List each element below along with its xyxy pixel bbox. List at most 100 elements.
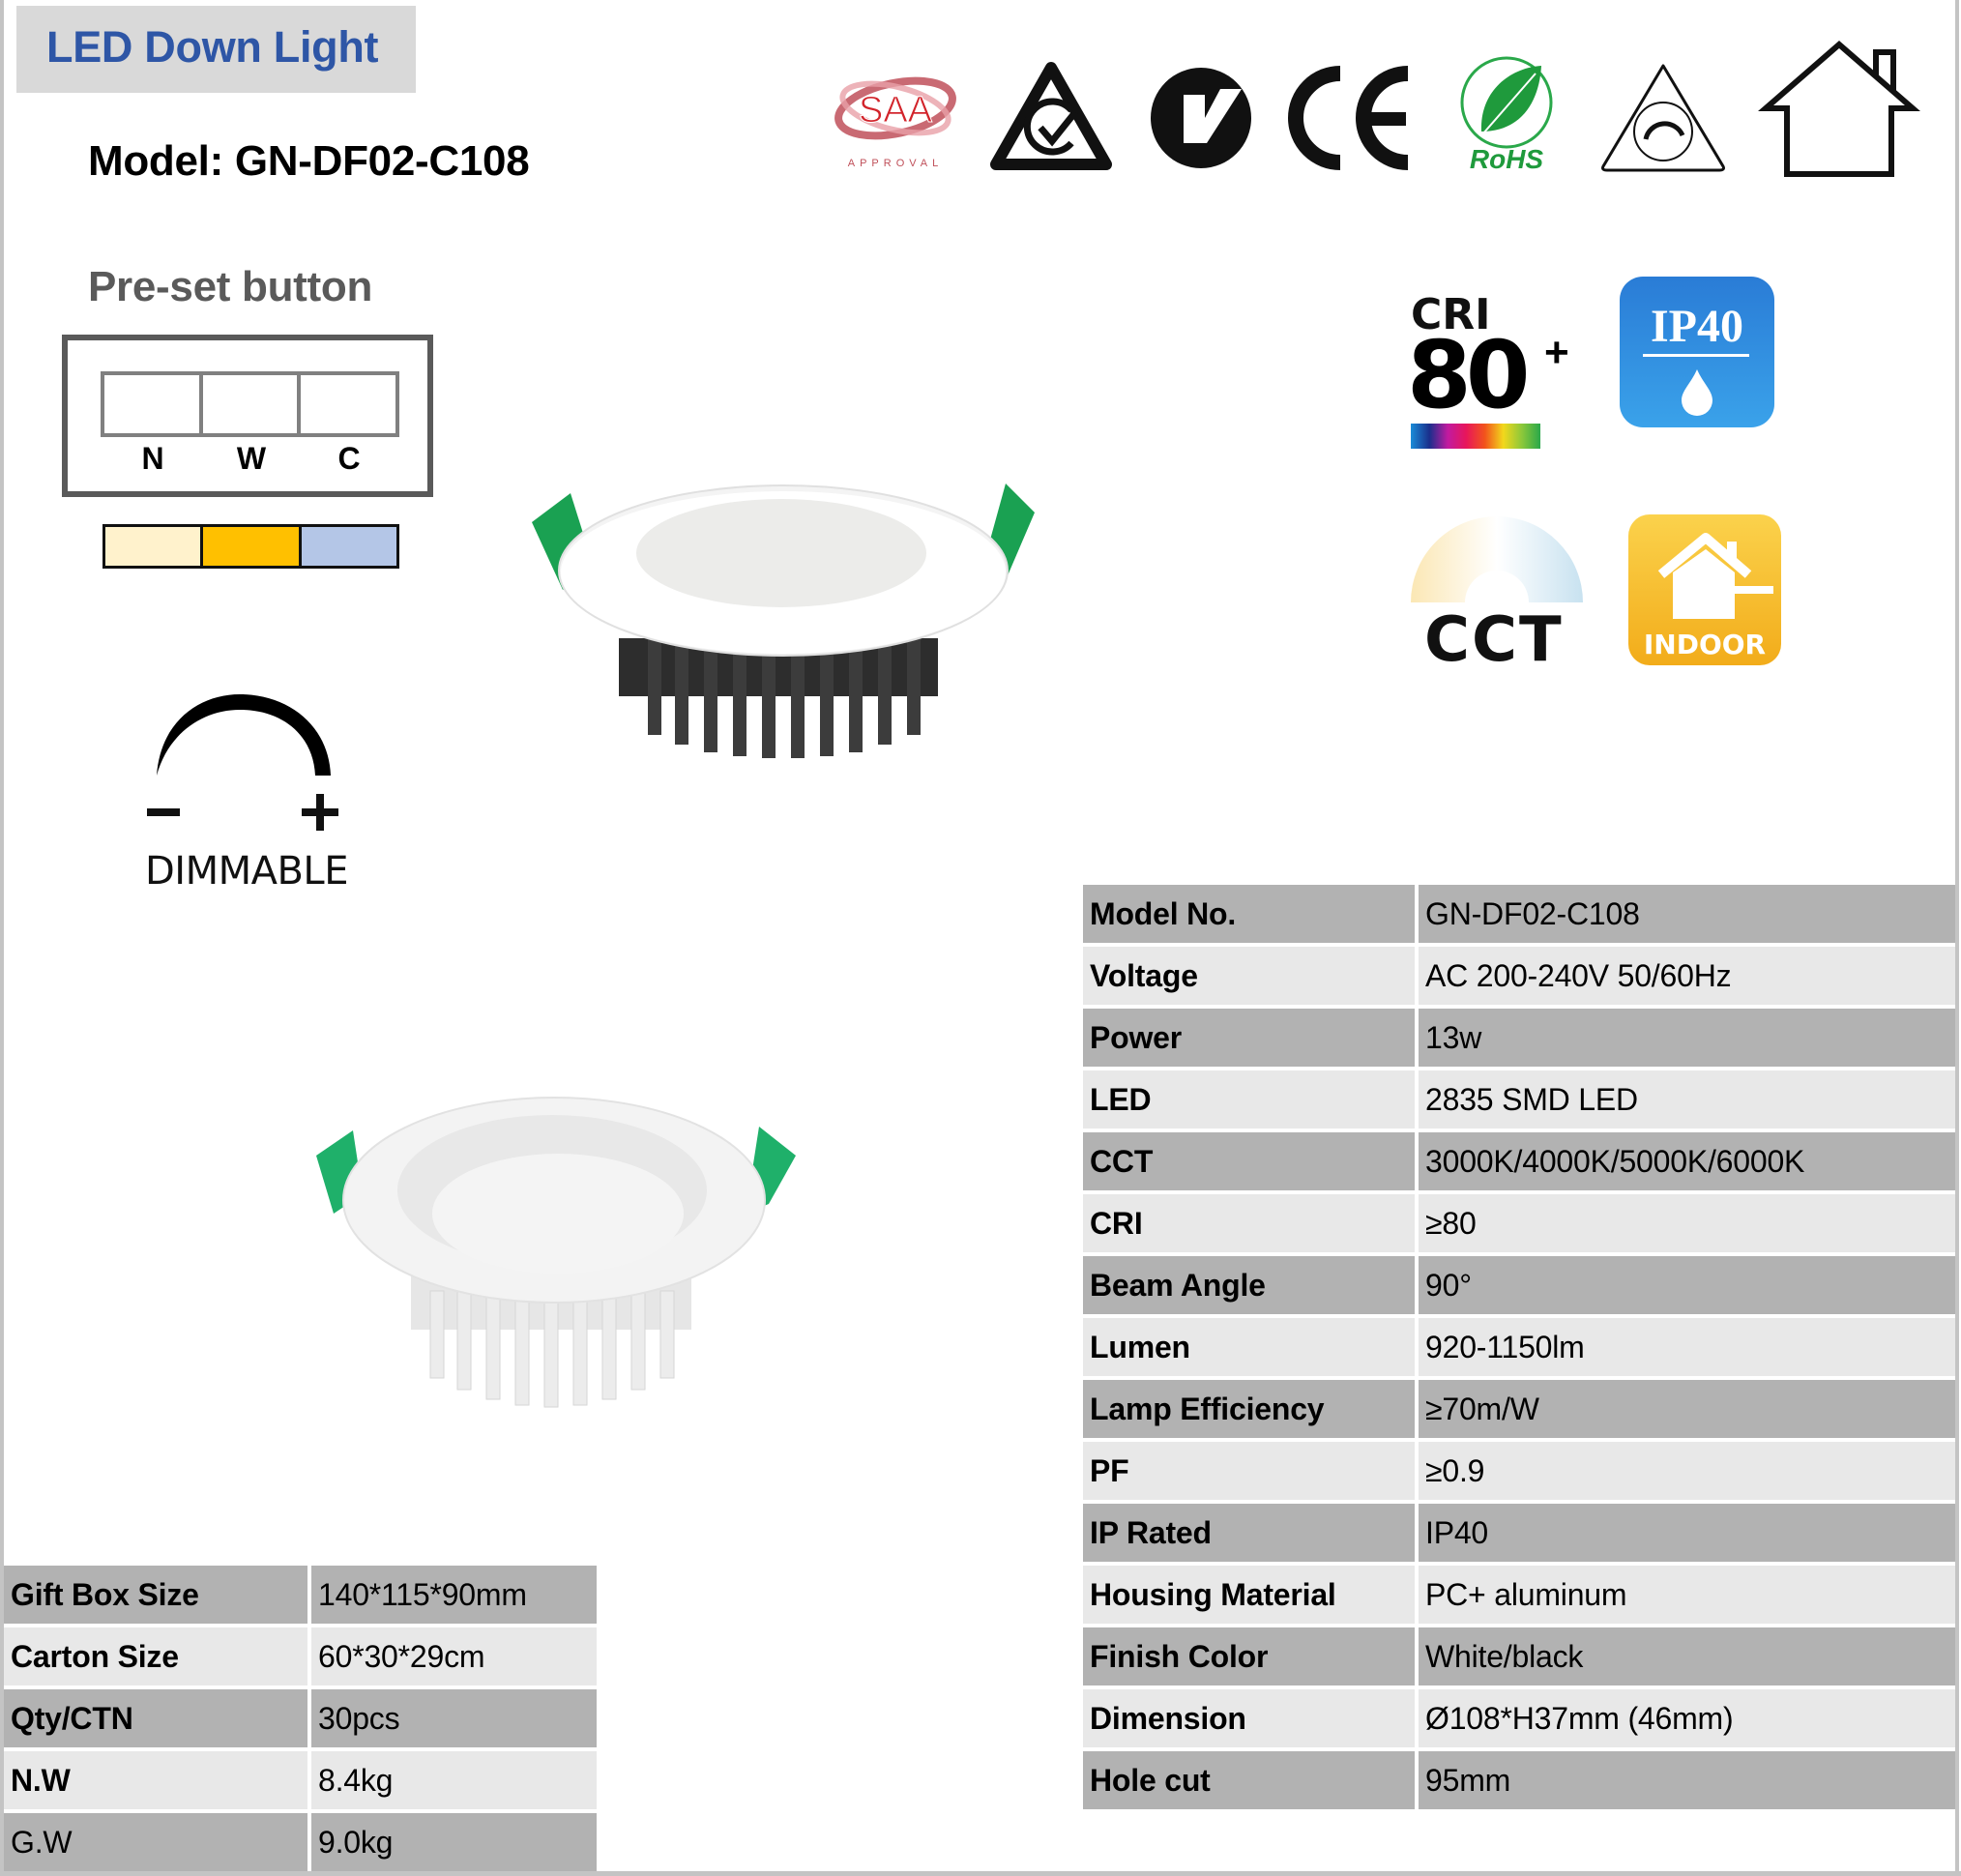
preset-cell-w — [202, 375, 302, 433]
packing-key: G.W — [4, 1813, 307, 1871]
table-row: PF≥0.9 — [1083, 1442, 1955, 1500]
page-border-right — [1955, 0, 1959, 1876]
model-heading: Model: GN-DF02-C108 — [88, 137, 530, 185]
dimmable-label: DIMMABLE — [145, 849, 348, 894]
packing-value: 8.4kg — [311, 1751, 597, 1809]
spec-key: Beam Angle — [1083, 1256, 1415, 1314]
spec-value: White/black — [1419, 1627, 1955, 1685]
table-row: Model No.GN-DF02-C108 — [1083, 885, 1955, 943]
spec-value: GN-DF02-C108 — [1419, 885, 1955, 943]
page-border-bottom — [0, 1871, 1961, 1876]
packing-value: 9.0kg — [311, 1813, 597, 1871]
svg-text:APPROVAL: APPROVAL — [848, 158, 944, 169]
cri-plus: + — [1544, 329, 1569, 376]
preset-label-n: N — [141, 441, 164, 476]
spec-key: Power — [1083, 1009, 1415, 1067]
svg-text:RoHS: RoHS — [1470, 144, 1544, 172]
swatch-warm — [203, 527, 302, 566]
spec-value: 2835 SMD LED — [1419, 1070, 1955, 1129]
spec-value: 13w — [1419, 1009, 1955, 1067]
spec-key: CRI — [1083, 1194, 1415, 1252]
preset-switch-cells — [101, 371, 399, 437]
table-row: Lamp Efficiency≥70m/W — [1083, 1380, 1955, 1438]
spec-key: Model No. — [1083, 885, 1415, 943]
spec-key: PF — [1083, 1442, 1415, 1500]
preset-cell-n — [104, 375, 203, 433]
preset-label-w: W — [236, 441, 267, 476]
spec-value: ≥70m/W — [1419, 1380, 1955, 1438]
spec-key: Hole cut — [1083, 1751, 1415, 1809]
spec-value: ≥80 — [1419, 1194, 1955, 1252]
page-border-left — [0, 0, 4, 1876]
indoor-house-icon — [1758, 41, 1920, 177]
ip40-icon: IP40 — [1620, 277, 1774, 427]
spec-key: Housing Material — [1083, 1566, 1415, 1624]
spec-value: PC+ aluminum — [1419, 1566, 1955, 1624]
certification-icons: SAA APPROVAL RoHS — [822, 39, 1920, 184]
product-title: LED Down Light — [46, 22, 379, 72]
cct-icon: CCT — [1407, 508, 1587, 676]
cct-arc-icon — [1411, 516, 1583, 602]
preset-label-c: C — [337, 441, 361, 476]
cri-spectrum-bar — [1411, 424, 1540, 449]
downlight-white-image — [316, 1097, 796, 1408]
spec-value: ≥0.9 — [1419, 1442, 1955, 1500]
ip40-label: IP40 — [1651, 301, 1743, 352]
packing-key: Qty/CTN — [4, 1689, 307, 1747]
rohs-icon: RoHS — [1460, 56, 1553, 172]
spec-key: LED — [1083, 1070, 1415, 1129]
color-temperature-swatches — [102, 524, 399, 569]
rcm-icon — [990, 62, 1112, 170]
spec-value: Ø108*H37mm (46mm) — [1419, 1689, 1955, 1747]
cri-label: CRI — [1411, 290, 1491, 339]
ip40-underline — [1643, 354, 1749, 357]
spec-key: Lamp Efficiency — [1083, 1380, 1415, 1438]
spec-key: Dimension — [1083, 1689, 1415, 1747]
spec-value: 90° — [1419, 1256, 1955, 1314]
packing-key: N.W — [4, 1751, 307, 1809]
packing-value: 140*115*90mm — [311, 1566, 597, 1624]
dimmable-arc-icon — [147, 694, 338, 831]
swatch-cool — [301, 527, 396, 566]
indoor-house-glyph-icon — [1657, 533, 1773, 619]
spec-value: AC 200-240V 50/60Hz — [1419, 947, 1955, 1005]
downlight-black-image — [532, 484, 1035, 758]
ce-mark-icon — [1288, 66, 1409, 170]
spec-value: 3000K/4000K/5000K/6000K — [1419, 1132, 1955, 1190]
product-title-box: LED Down Light — [16, 6, 416, 93]
spec-key: IP Rated — [1083, 1504, 1415, 1562]
spec-key: Lumen — [1083, 1318, 1415, 1376]
dimmable-triangle-icon — [1601, 64, 1725, 172]
spec-value: 920-1150lm — [1419, 1318, 1955, 1376]
packing-value: 30pcs — [311, 1689, 597, 1747]
packing-value: 60*30*29cm — [311, 1627, 597, 1685]
cct-label: CCT — [1424, 604, 1564, 676]
svg-text:SAA: SAA — [859, 90, 933, 131]
cri-value: 80 — [1407, 321, 1531, 429]
spec-value: 95mm — [1419, 1751, 1955, 1809]
saa-approval-icon: SAA APPROVAL — [834, 76, 956, 169]
preset-cell-c — [301, 375, 396, 433]
swatch-neutral — [105, 527, 204, 566]
spec-key: Finish Color — [1083, 1627, 1415, 1685]
spec-key: CCT — [1083, 1132, 1415, 1190]
spec-key: Voltage — [1083, 947, 1415, 1005]
c-tick-icon — [1151, 68, 1251, 168]
